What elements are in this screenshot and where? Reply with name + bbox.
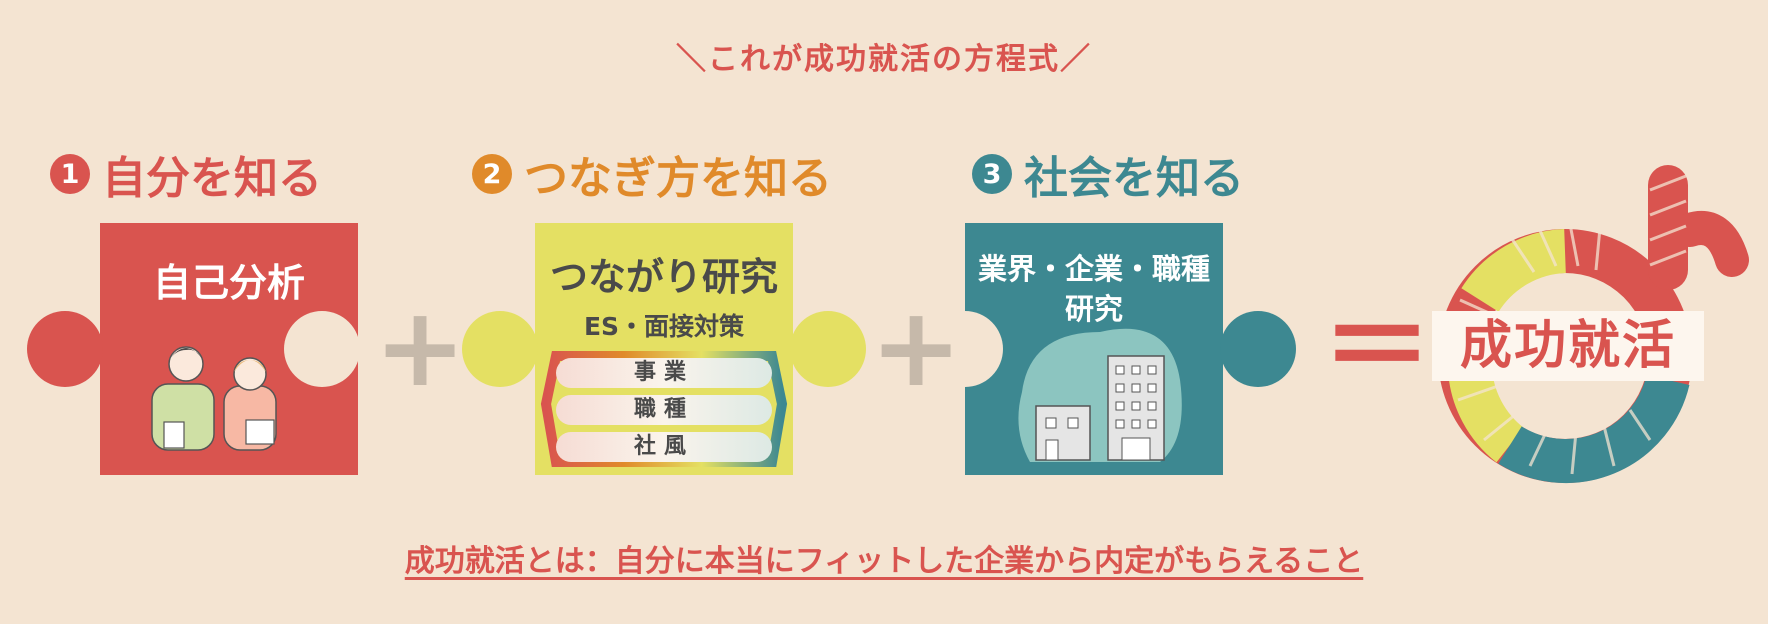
es-interview-label: ES・面接対策 <box>535 307 793 343</box>
success-job-hunting-label: 成功就活 <box>1432 311 1704 381</box>
definition-footer: 成功就活とは：自分に本当にフィットした企業から内定がもらえること <box>0 536 1768 580</box>
equals-sign: ＝ <box>1322 292 1432 402</box>
plus-sign-1: + <box>374 292 466 402</box>
industry-company-job-label: 業界・企業・職種 <box>965 246 1223 288</box>
pill-culture: 社風 <box>556 432 772 462</box>
connection-research-label: つながり研究 <box>535 246 793 301</box>
self-analysis-label: 自己分析 <box>100 252 358 307</box>
pill-job-type: 職種 <box>556 395 772 425</box>
definition-text: 成功就活とは：自分に本当にフィットした企業から内定がもらえること <box>405 544 1364 579</box>
plus-sign-2: + <box>870 292 962 402</box>
research-label: 研究 <box>965 286 1223 328</box>
pill-business: 事業 <box>556 358 772 388</box>
